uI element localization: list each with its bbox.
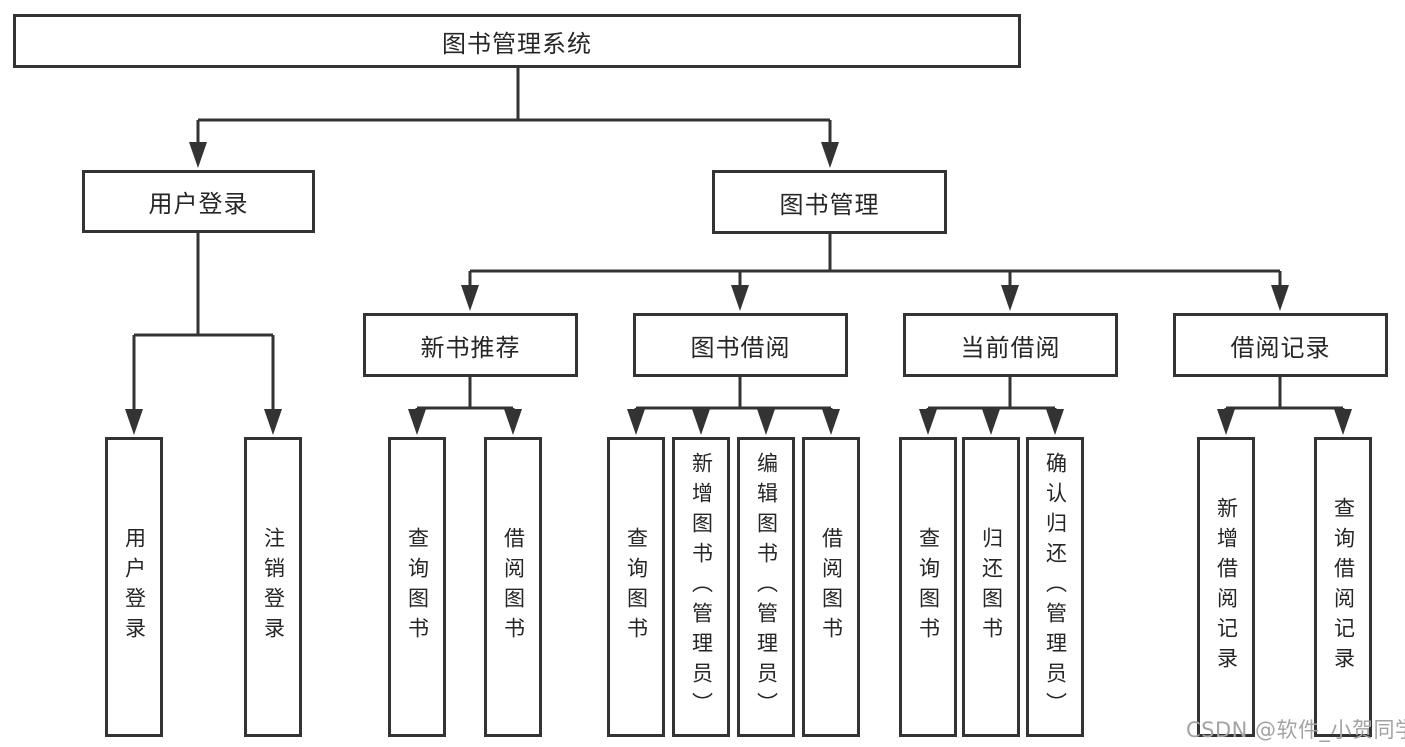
- node-borrow-records: 借阅记录: [1173, 313, 1388, 377]
- node-book-borrow-label: 图书借阅: [690, 333, 791, 362]
- node-user-login-label: 用户登录: [148, 190, 249, 218]
- leaf-query-books-current-label: 查询图书: [916, 527, 941, 647]
- node-user-login: 用户登录: [82, 170, 315, 233]
- leaf-user-login-label: 用户登录: [122, 527, 147, 647]
- node-book-borrow: 图书借阅: [633, 313, 848, 377]
- node-root: 图书管理系统: [13, 14, 1021, 68]
- leaf-borrow-books-label: 借阅图书: [819, 527, 844, 647]
- leaf-edit-book-admin-label: 编辑图书（管理员）: [754, 452, 779, 722]
- leaf-query-borrow-record-label: 查询借阅记录: [1331, 497, 1356, 677]
- watermark: CSDN @软件_小贺同学: [1186, 718, 1405, 742]
- leaf-return-book-label: 归还图书: [979, 527, 1004, 647]
- leaf-borrow-books-recommend-label: 借阅图书: [501, 527, 526, 647]
- leaf-user-login: 用户登录: [105, 437, 163, 737]
- leaf-return-book: 归还图书: [962, 437, 1020, 737]
- node-book-management: 图书管理: [712, 170, 947, 234]
- leaf-query-books-recommend: 查询图书: [388, 437, 446, 737]
- leaf-confirm-return-admin: 确认归还（管理员）: [1026, 437, 1084, 737]
- node-new-book-recommend-label: 新书推荐: [420, 333, 521, 362]
- leaf-logout-label: 注销登录: [261, 527, 286, 647]
- leaf-confirm-return-admin-label: 确认归还（管理员）: [1043, 452, 1068, 722]
- node-new-book-recommend: 新书推荐: [363, 313, 578, 377]
- leaf-query-books-borrow: 查询图书: [607, 437, 665, 737]
- leaf-query-borrow-record: 查询借阅记录: [1314, 437, 1372, 737]
- leaf-query-books-current: 查询图书: [899, 437, 957, 737]
- leaf-borrow-books: 借阅图书: [802, 437, 860, 737]
- node-root-label: 图书管理系统: [442, 29, 592, 58]
- node-current-borrow: 当前借阅: [903, 313, 1118, 377]
- leaf-query-books-recommend-label: 查询图书: [405, 527, 430, 647]
- leaf-add-borrow-record-label: 新增借阅记录: [1214, 497, 1239, 677]
- node-borrow-records-label: 借阅记录: [1230, 333, 1331, 362]
- leaf-add-book-admin-label: 新增图书（管理员）: [689, 452, 714, 722]
- leaf-query-books-borrow-label: 查询图书: [624, 527, 649, 647]
- leaf-logout: 注销登录: [244, 437, 302, 737]
- node-book-management-label: 图书管理: [779, 190, 880, 219]
- leaf-borrow-books-recommend: 借阅图书: [484, 437, 542, 737]
- leaf-add-book-admin: 新增图书（管理员）: [672, 437, 730, 737]
- leaf-edit-book-admin: 编辑图书（管理员）: [737, 437, 795, 737]
- leaf-add-borrow-record: 新增借阅记录: [1197, 437, 1255, 737]
- node-current-borrow-label: 当前借阅: [960, 333, 1061, 362]
